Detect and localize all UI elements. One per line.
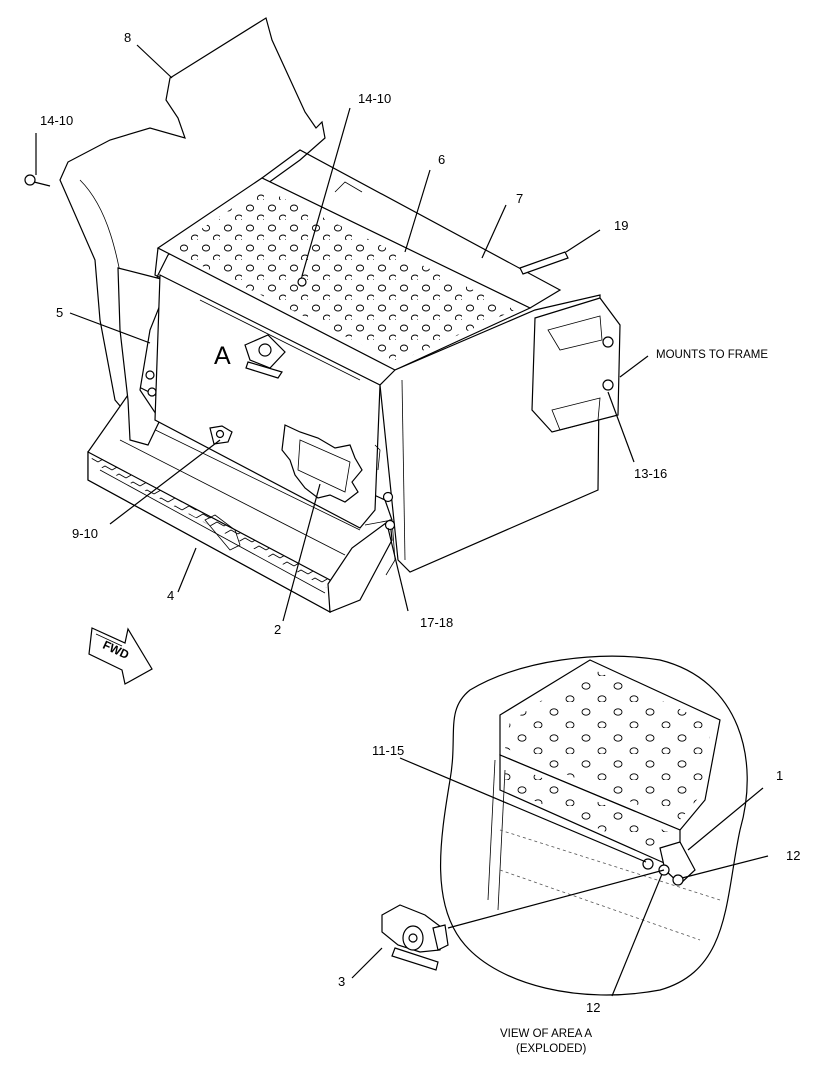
part-14-10-bolt-left — [24, 174, 51, 187]
part-4-step — [87, 384, 396, 614]
leader-lines — [35, 44, 649, 622]
callout-area-a: A — [214, 342, 231, 370]
callout-14-10-top: 14-10 — [358, 91, 391, 106]
part-17-18-bolt-b — [384, 519, 396, 531]
callout-13-16: 13-16 — [634, 466, 667, 481]
part-17-18-bolt-a — [382, 491, 394, 503]
callout-12-right: 12 — [786, 848, 800, 863]
frame-mount-bracket — [531, 297, 621, 433]
fwd-arrow: FWD — [88, 627, 153, 685]
callout-2: 2 — [274, 622, 281, 637]
callout-6: 6 — [438, 152, 445, 167]
part-14-10-bolt-top — [297, 277, 307, 287]
callout-5: 5 — [56, 305, 63, 320]
part-19-bolt — [519, 251, 569, 275]
callout-3: 3 — [338, 974, 345, 989]
callout-14-10-left: 14-10 — [40, 113, 73, 128]
callout-4: 4 — [167, 588, 174, 603]
callout-9-10: 9-10 — [72, 526, 98, 541]
callout-mounts-to-frame: MOUNTS TO FRAME — [656, 349, 768, 361]
detail-boundary — [440, 655, 748, 996]
detail-leader-lines — [351, 757, 769, 997]
callout-12-bottom: 12 — [586, 1000, 600, 1015]
callout-7: 7 — [516, 191, 523, 206]
detail-washer-12b — [672, 874, 684, 886]
callout-11-15: 11-15 — [372, 743, 404, 758]
detail-view-a — [381, 655, 748, 996]
latch-area-a — [244, 334, 286, 379]
callout-labels: 14-10 8 14-10 6 7 19 MOUNTS TO FRAME 5 A… — [40, 30, 800, 1015]
detail-bolt-11-15 — [642, 858, 654, 870]
callout-8: 8 — [124, 30, 131, 45]
caption-line-1: VIEW OF AREA A — [500, 1028, 592, 1040]
callout-17-18: 17-18 — [420, 615, 453, 630]
explode-line — [447, 869, 665, 929]
callout-19: 19 — [614, 218, 628, 233]
callout-1: 1 — [776, 768, 783, 783]
part-2-decal — [281, 424, 363, 503]
detail-caption: VIEW OF AREA A (EXPLODED) — [500, 1028, 592, 1055]
main-assembly — [24, 17, 621, 614]
part-3-latch — [381, 904, 449, 971]
caption-line-2: (EXPLODED) — [516, 1043, 586, 1055]
